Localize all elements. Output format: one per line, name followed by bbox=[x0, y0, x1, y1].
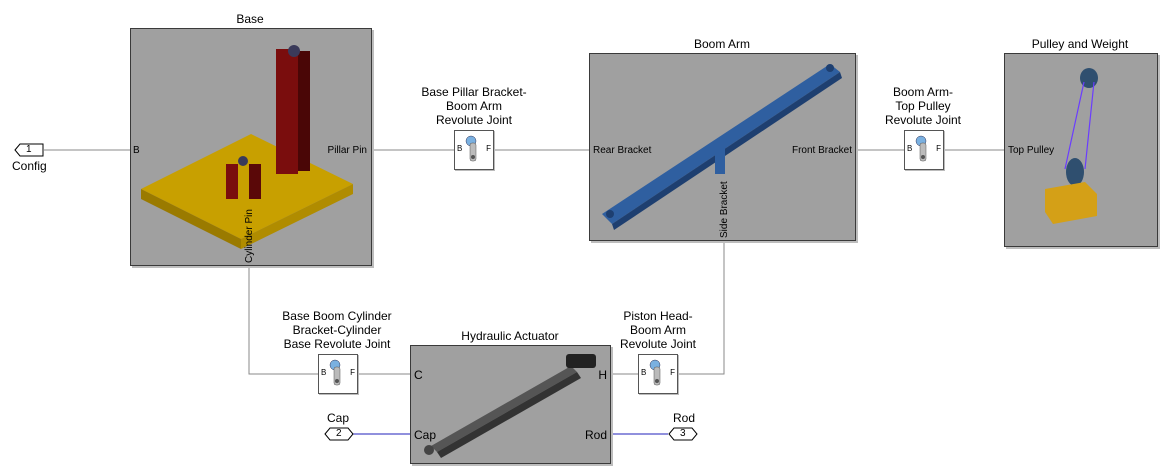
pulley-weight-block[interactable]: Top Pulley bbox=[1004, 53, 1158, 247]
joint4-title-line2: Boom Arm bbox=[629, 323, 686, 337]
joint2-port-b: B bbox=[907, 144, 913, 153]
joint2-title-line1: Boom Arm- bbox=[892, 85, 953, 99]
boom-port-side-bracket: Side Bracket bbox=[719, 181, 730, 238]
config-port-label: Config bbox=[12, 159, 47, 173]
boom-port-front-bracket: Front Bracket bbox=[791, 145, 852, 156]
boom-port-rear-bracket: Rear Bracket bbox=[593, 145, 652, 156]
base-block[interactable]: B Pillar Pin Cylinder Pin bbox=[130, 28, 372, 266]
joint2-port-f: F bbox=[936, 144, 941, 153]
port-shape-icon bbox=[668, 427, 698, 441]
joint1-port-f: F bbox=[486, 144, 491, 153]
base-port-b: B bbox=[133, 145, 140, 156]
base-port-pillar-pin: Pillar Pin bbox=[327, 145, 367, 156]
actuator-title: Hydraulic Actuator bbox=[461, 329, 559, 343]
joint1-title-line1: Base Pillar Bracket- bbox=[421, 85, 527, 99]
actuator-model-image bbox=[424, 354, 596, 458]
cap-port[interactable]: 2 bbox=[324, 427, 354, 441]
joint2-block[interactable]: B F bbox=[904, 130, 944, 170]
joint4-title: Piston Head- Boom Arm Revolute Joint bbox=[588, 309, 728, 351]
joint1-block[interactable]: B F bbox=[454, 130, 494, 170]
boom-arm-block[interactable]: Rear Bracket Front Bracket Side Bracket bbox=[589, 53, 856, 241]
cap-port-label: Cap bbox=[327, 411, 350, 425]
revolute-joint-icon bbox=[649, 359, 661, 386]
actuator-block[interactable]: C H Cap Rod bbox=[410, 345, 611, 464]
pulley-weight-title: Pulley and Weight bbox=[1031, 37, 1129, 51]
joint1-port-b: B bbox=[457, 144, 463, 153]
joint4-title-line3: Revolute Joint bbox=[619, 337, 697, 351]
joint3-block[interactable]: B F bbox=[318, 354, 358, 394]
config-port-number: 1 bbox=[26, 144, 32, 155]
joint3-port-f: F bbox=[350, 368, 355, 377]
cap-port-number: 2 bbox=[336, 428, 342, 439]
port-shape-icon bbox=[324, 427, 354, 441]
actuator-port-rod: Rod bbox=[584, 428, 607, 442]
joint3-title-line2: Bracket-Cylinder bbox=[292, 323, 382, 337]
joint1-title: Base Pillar Bracket- Boom Arm Revolute J… bbox=[404, 85, 544, 127]
joint2-title-line3: Revolute Joint bbox=[884, 113, 962, 127]
joint4-title-line1: Piston Head- bbox=[623, 309, 693, 323]
wire-base-joint3 bbox=[248, 265, 318, 375]
pulley-port-top-pulley: Top Pulley bbox=[1008, 145, 1055, 156]
boom-arm-title: Boom Arm bbox=[693, 37, 750, 51]
config-port[interactable]: 1 bbox=[14, 143, 44, 157]
joint3-port-b: B bbox=[321, 368, 327, 377]
pulley-model-image bbox=[1045, 68, 1098, 224]
joint1-title-line2: Boom Arm bbox=[445, 99, 502, 113]
rod-port-label: Rod bbox=[673, 411, 696, 425]
joint2-title: Boom Arm- Top Pulley Revolute Joint bbox=[853, 85, 993, 127]
joint4-port-f: F bbox=[670, 368, 675, 377]
joint2-title-line2: Top Pulley bbox=[895, 99, 951, 113]
actuator-port-c: C bbox=[414, 368, 423, 382]
revolute-joint-icon bbox=[465, 135, 477, 162]
joint3-title-line1: Base Boom Cylinder bbox=[282, 309, 392, 323]
actuator-port-h: H bbox=[598, 368, 607, 382]
base-port-cylinder-pin: Cylinder Pin bbox=[244, 209, 255, 263]
joint3-title-line3: Base Revolute Joint bbox=[283, 337, 391, 351]
rod-port-number: 3 bbox=[680, 428, 686, 439]
rod-port[interactable]: 3 bbox=[668, 427, 698, 441]
joint4-block[interactable]: B F bbox=[638, 354, 678, 394]
joint3-title: Base Boom Cylinder Bracket-Cylinder Base… bbox=[267, 309, 407, 351]
joint4-port-b: B bbox=[641, 368, 647, 377]
joint1-title-line3: Revolute Joint bbox=[435, 113, 513, 127]
revolute-joint-icon bbox=[915, 135, 927, 162]
actuator-port-cap: Cap bbox=[414, 428, 437, 442]
port-shape-icon bbox=[14, 143, 44, 157]
base-title: Base bbox=[236, 12, 264, 26]
revolute-joint-icon bbox=[329, 359, 341, 386]
base-model-image bbox=[141, 45, 353, 249]
wire-joint4-boom bbox=[677, 240, 725, 375]
boom-model-image bbox=[602, 64, 842, 230]
